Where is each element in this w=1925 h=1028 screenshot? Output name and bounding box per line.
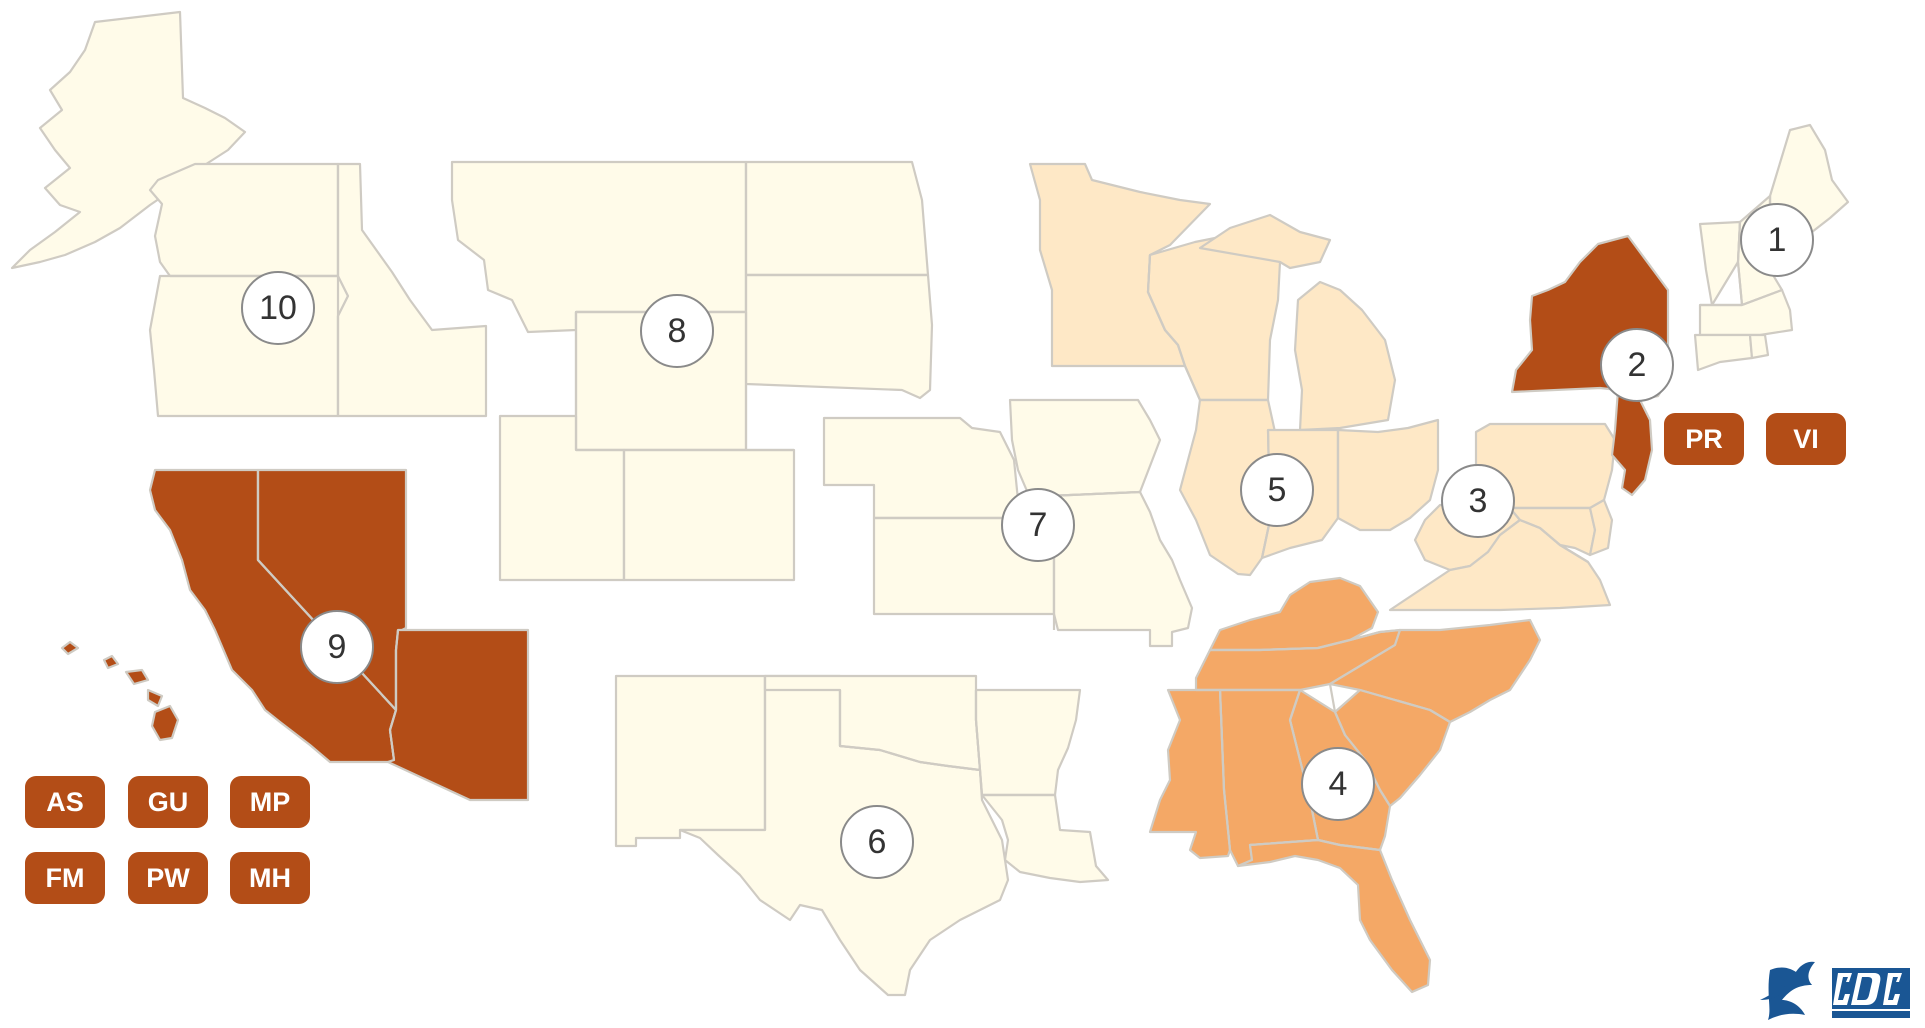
rhode-island — [1748, 333, 1770, 360]
territory-mp-label: MP — [250, 787, 291, 817]
territory-vi-box — [1766, 413, 1846, 465]
alaska — [10, 10, 247, 270]
ohio — [1336, 418, 1440, 532]
mississippi — [1148, 688, 1232, 860]
territory-mh-box — [230, 852, 310, 904]
territory-gu-label: GU — [148, 787, 189, 817]
hhs-eagle-icon — [1760, 961, 1815, 1020]
territory-mp-box — [230, 776, 310, 828]
region-5[interactable] — [1028, 162, 1440, 577]
region-7-label[interactable]: 7 — [1001, 488, 1075, 562]
nebraska — [822, 416, 1024, 520]
south-dakota — [744, 273, 934, 400]
region-8-number: 8 — [668, 312, 687, 350]
region-6-number: 6 — [868, 823, 887, 861]
region-5-number: 5 — [1268, 471, 1287, 509]
region-7-badge — [1001, 488, 1075, 562]
region-6-label[interactable]: 6 — [840, 805, 914, 879]
region-9-number: 9 — [328, 628, 347, 666]
colorado — [622, 448, 796, 582]
florida — [1236, 838, 1432, 994]
region-10-badge — [241, 271, 315, 345]
territory-vi[interactable]: VI — [1766, 413, 1846, 465]
territory-mp[interactable]: MP — [230, 776, 310, 828]
region-8[interactable] — [450, 160, 934, 582]
territory-gu-box — [128, 776, 208, 828]
region-3-badge — [1441, 464, 1515, 538]
wisconsin — [1146, 233, 1282, 402]
region-3[interactable] — [1388, 422, 1617, 612]
region-1-label[interactable]: 1 — [1740, 203, 1814, 277]
cdc-logo — [1832, 968, 1910, 1018]
territory-gu[interactable]: GU — [128, 776, 208, 828]
washington — [148, 162, 340, 278]
arizona — [386, 628, 530, 802]
territory-as[interactable]: AS — [25, 776, 105, 828]
region-4-label[interactable]: 4 — [1301, 747, 1375, 821]
region-3-label[interactable]: 3 — [1441, 464, 1515, 538]
region-9-label[interactable]: 9 — [300, 610, 374, 684]
region-5-badge — [1240, 453, 1314, 527]
region-10-number: 10 — [259, 289, 297, 327]
territory-pw-label: PW — [146, 863, 190, 893]
delaware — [1588, 498, 1614, 557]
territory-mh-label: MH — [249, 863, 291, 893]
region-9[interactable] — [60, 468, 530, 802]
territory-fm-box — [25, 852, 105, 904]
territory-pr-box — [1664, 413, 1744, 465]
north-dakota — [744, 160, 930, 277]
new-mexico — [614, 674, 767, 848]
region-4-number: 4 — [1329, 765, 1348, 803]
region-5-label[interactable]: 5 — [1240, 453, 1314, 527]
territory-mh[interactable]: MH — [230, 852, 310, 904]
region-1-badge — [1740, 203, 1814, 277]
region-2-label[interactable]: 2 — [1600, 328, 1674, 402]
louisiana — [980, 793, 1110, 884]
territory-pr-label: PR — [1685, 424, 1723, 454]
territory-fm-label: FM — [46, 863, 85, 893]
territory-as-label: AS — [46, 787, 84, 817]
michigan — [1198, 213, 1397, 432]
region-4-badge — [1301, 747, 1375, 821]
territory-fm[interactable]: FM — [25, 852, 105, 904]
region-3-number: 3 — [1469, 482, 1488, 520]
region-10-label[interactable]: 10 — [241, 271, 315, 345]
region-8-badge — [640, 294, 714, 368]
hawaii — [60, 640, 180, 742]
arkansas — [974, 688, 1082, 797]
region-2-badge — [1600, 328, 1674, 402]
region-8-label[interactable]: 8 — [640, 294, 714, 368]
region-6-badge — [840, 805, 914, 879]
idaho — [336, 162, 488, 418]
connecticut — [1693, 333, 1754, 372]
territory-pw[interactable]: PW — [128, 852, 208, 904]
territory-vi-label: VI — [1793, 424, 1819, 454]
region-7-number: 7 — [1029, 506, 1048, 544]
region-1-number: 1 — [1768, 221, 1787, 259]
region-9-badge — [300, 610, 374, 684]
territory-pr[interactable]: PR — [1664, 413, 1744, 465]
territory-pw-box — [128, 852, 208, 904]
vermont — [1698, 220, 1742, 307]
territory-as-box — [25, 776, 105, 828]
region-2-number: 2 — [1628, 346, 1647, 384]
iowa — [1008, 398, 1162, 500]
new-jersey — [1610, 388, 1654, 497]
region-10[interactable] — [10, 10, 488, 418]
region-4[interactable] — [1148, 576, 1542, 994]
